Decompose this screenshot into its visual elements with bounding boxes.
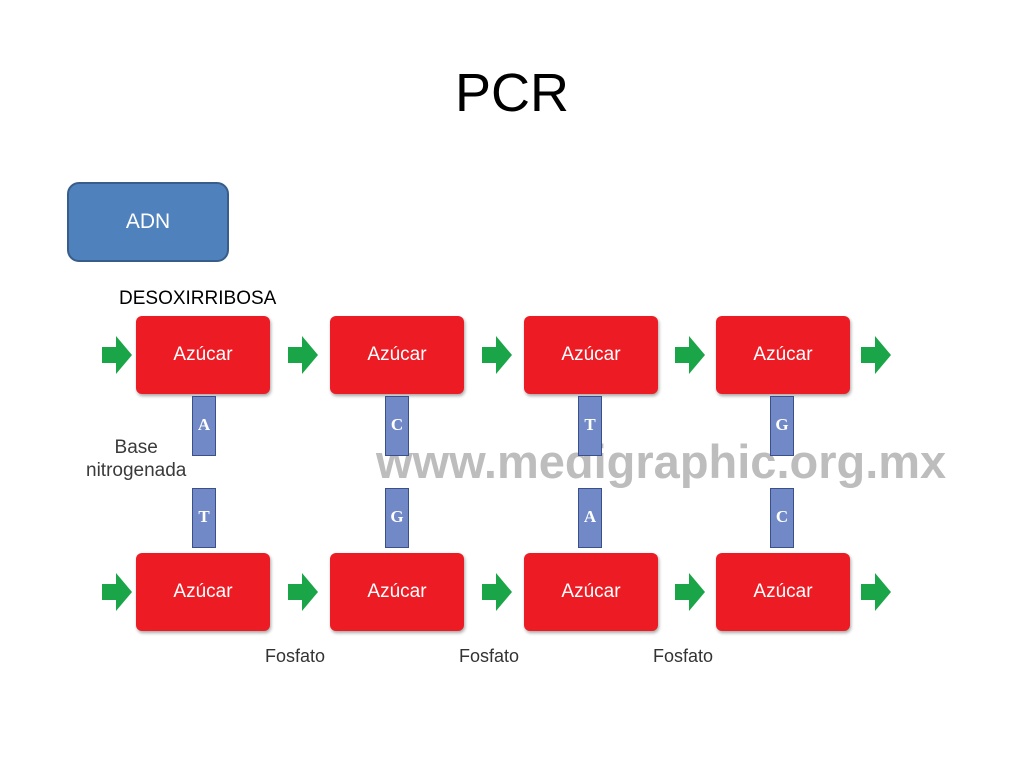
base-label-line2: nitrogenada (86, 460, 187, 481)
base-nitrogenada-label: Base nitrogenada (86, 436, 186, 482)
top-arrow-3-icon (482, 336, 512, 374)
bottom-sugar-4: Azúcar (716, 553, 850, 631)
bottom-base-1: T (192, 488, 216, 548)
base-label-line1: Base (114, 437, 158, 458)
top-sugar-1: Azúcar (136, 316, 270, 394)
top-arrow-2-icon (288, 336, 318, 374)
top-sugar-2: Azúcar (330, 316, 464, 394)
top-arrow-5-icon (861, 336, 891, 374)
bottom-arrow-2-icon (288, 573, 318, 611)
watermark: www.medigraphic.org.mx (376, 435, 947, 488)
bottom-base-3: A (578, 488, 602, 548)
bottom-arrow-5-icon (861, 573, 891, 611)
bottom-sugar-3: Azúcar (524, 553, 658, 631)
bottom-base-4: C (770, 488, 794, 548)
top-base-1: A (192, 396, 216, 456)
top-arrow-4-icon (675, 336, 705, 374)
adn-box: ADN (67, 182, 229, 262)
top-sugar-3: Azúcar (524, 316, 658, 394)
phosphate-label-2: Fosfato (459, 646, 520, 666)
adn-label: ADN (125, 210, 171, 233)
top-base-2: C (385, 396, 409, 456)
top-sugar-4: Azúcar (716, 316, 850, 394)
bottom-sugar-2: Azúcar (330, 553, 464, 631)
bottom-arrow-4-icon (675, 573, 705, 611)
bottom-base-2: G (385, 488, 409, 548)
top-arrow-1-icon (102, 336, 132, 374)
bottom-arrow-3-icon (482, 573, 512, 611)
desoxirribosa-label: DESOXIRRIBOSA (119, 288, 277, 309)
bottom-arrow-1-icon (102, 573, 132, 611)
top-base-3: T (578, 396, 602, 456)
top-base-4: G (770, 396, 794, 456)
phosphate-label-3: Fosfato (653, 646, 714, 666)
page-title: PCR (454, 63, 569, 123)
bottom-sugar-1: Azúcar (136, 553, 270, 631)
phosphate-label-1: Fosfato (265, 646, 326, 666)
